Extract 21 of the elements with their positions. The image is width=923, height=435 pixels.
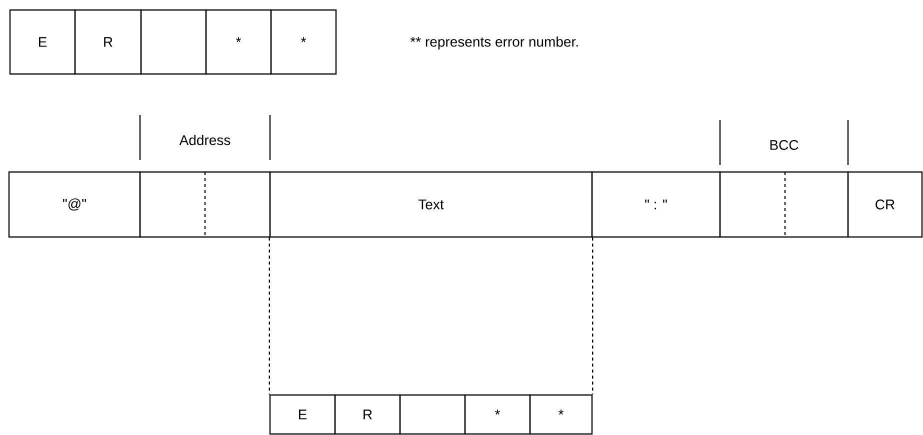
dashed-line bbox=[592, 238, 594, 394]
field-cell: R bbox=[334, 394, 401, 435]
field-cell: * bbox=[270, 9, 337, 75]
empty-cell bbox=[140, 9, 207, 75]
field-cell: "@" bbox=[8, 171, 141, 238]
note: ** represents error number. bbox=[410, 36, 578, 50]
empty-cell bbox=[399, 394, 466, 435]
field-cell: * bbox=[205, 9, 272, 75]
empty-cell bbox=[139, 171, 271, 238]
field-cell: Text bbox=[269, 171, 593, 238]
empty-cell bbox=[719, 171, 849, 238]
field-cell: * bbox=[464, 394, 531, 435]
field-cell: CR bbox=[847, 171, 923, 238]
field-cell: E bbox=[269, 394, 336, 435]
field-cell: " : " bbox=[591, 171, 721, 238]
field-label: Address bbox=[179, 134, 230, 146]
dashed-line bbox=[268, 238, 270, 394]
field-cell: * bbox=[529, 394, 593, 435]
field-cell: E bbox=[9, 9, 76, 75]
field-label: BCC bbox=[770, 140, 798, 150]
field-cell: R bbox=[74, 9, 142, 75]
